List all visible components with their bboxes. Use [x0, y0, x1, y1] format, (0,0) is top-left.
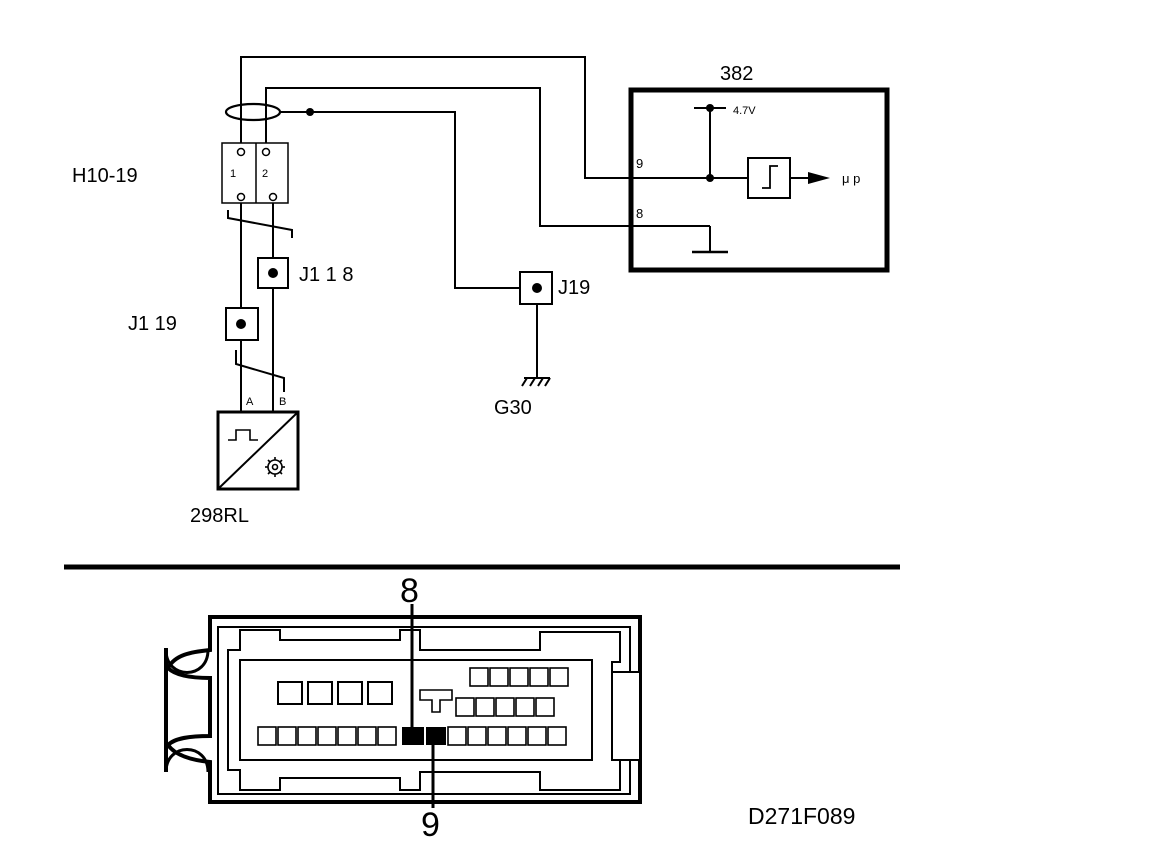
ecu-output-label: μ p [842, 171, 860, 186]
ground-label: G30 [494, 397, 532, 419]
ecu-supply-label: 4.7V [733, 105, 756, 117]
connector-block-label: H10-19 [72, 165, 138, 187]
highlight-pin-9 [426, 727, 446, 745]
ecu-pin-9: 9 [636, 156, 643, 171]
sensor-298rl: A B [216, 396, 300, 491]
figure-code: D271F089 [748, 803, 855, 829]
cell-2-label: 2 [262, 168, 268, 180]
ground-icon [521, 377, 551, 387]
junction-j19 [519, 271, 553, 305]
wire-pin9 [240, 56, 710, 179]
junction-j19-label: J19 [558, 277, 590, 299]
shield-oval [224, 102, 282, 122]
highlight-pin-8 [402, 727, 424, 745]
sensor-pin-b: B [279, 396, 286, 408]
wire-pin8 [265, 87, 632, 227]
wires [227, 56, 710, 412]
square-pulse-icon [228, 429, 258, 441]
arrow-right-icon [808, 172, 830, 184]
connector-block-h10-19: 1 2 [221, 142, 289, 204]
splice-dot [306, 108, 314, 116]
ecu-pin-8: 8 [636, 206, 643, 221]
pin-8-callout: 8 [400, 572, 419, 610]
junction-j1-18-label: J1 1 8 [299, 264, 353, 286]
sensor-label: 298RL [190, 505, 249, 527]
gear-icon [265, 457, 285, 477]
wire-shield [280, 111, 537, 289]
sensor-pin-a: A [246, 396, 254, 408]
junction-j1-19 [225, 307, 259, 341]
junction-j1-18 [257, 257, 289, 289]
ecu-382: 9 8 4.7V μ p [628, 87, 890, 273]
schmitt-trigger-icon [762, 165, 778, 189]
junction-j1-19-label: J1 19 [128, 313, 177, 335]
ecu-label: 382 [720, 63, 753, 85]
pin-9-callout: 9 [421, 806, 440, 844]
cell-1-label: 1 [230, 168, 236, 180]
connector-face [164, 615, 642, 804]
